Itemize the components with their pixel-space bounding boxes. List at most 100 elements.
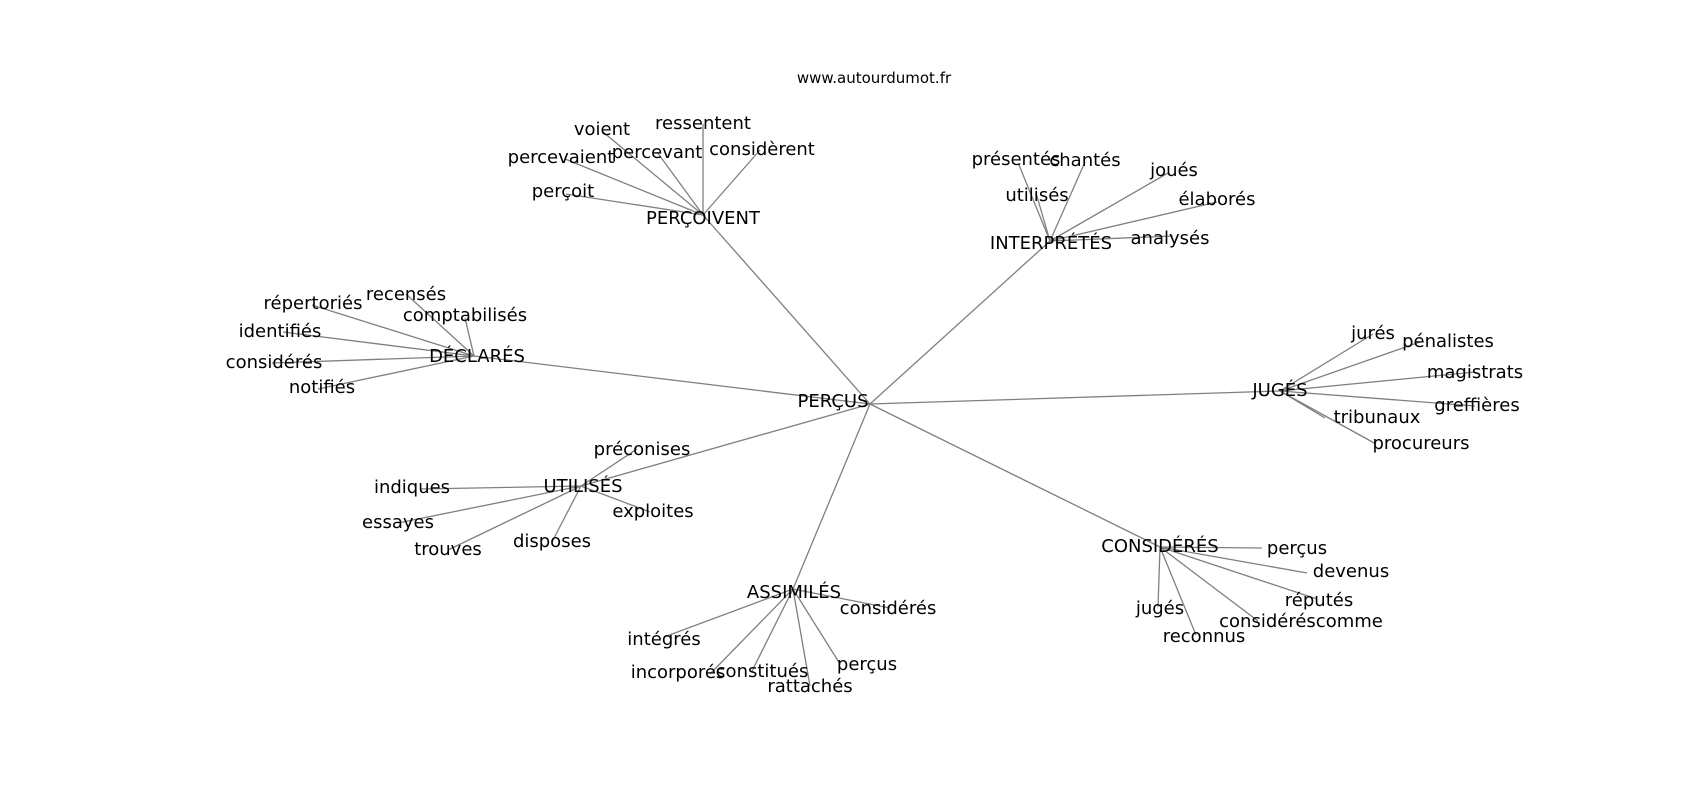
leaf-node-label[interactable]: analysés (1131, 228, 1210, 249)
edge-hub-leaf (311, 304, 475, 357)
edge-hub-leaf (792, 588, 811, 687)
edge-hub-leaf (464, 317, 475, 357)
site-url: www.autourdumot.fr (797, 69, 952, 87)
leaf-node-label[interactable]: intégrés (627, 629, 700, 650)
leaf-node-label[interactable]: procureurs (1372, 433, 1469, 454)
leaf-node-label[interactable]: ressentent (655, 113, 751, 134)
edge-root-hub (869, 240, 1051, 405)
edge-hub-leaf (580, 485, 651, 513)
edge-hub-leaf (1157, 546, 1161, 608)
edge-hub-leaf (1159, 546, 1308, 574)
leaf-node-label[interactable]: reconnus (1163, 626, 1246, 647)
edge-hub-leaf (447, 485, 582, 551)
hub-node-label[interactable]: DÉCLARÉS (429, 345, 525, 367)
leaf-node-label[interactable]: voient (574, 119, 630, 140)
leaf-node-label[interactable]: considérés (226, 352, 323, 373)
graph-edges (271, 124, 1476, 687)
edge-hub-leaf (1279, 390, 1476, 407)
leaf-node-label[interactable]: perçus (837, 654, 897, 675)
leaf-node-label[interactable]: magistrats (1427, 362, 1523, 383)
leaf-node-label[interactable]: notifiés (289, 377, 355, 398)
edge-hub-leaf (1035, 192, 1051, 242)
leaf-node-label[interactable]: considérés (840, 598, 937, 619)
leaf-node-label[interactable]: utilisés (1005, 185, 1068, 206)
edge-root-hub (580, 403, 871, 487)
leaf-node-label[interactable]: rattachés (767, 676, 852, 697)
edge-root-hub (792, 403, 871, 590)
edge-hub-leaf (282, 331, 475, 357)
edge-hub-leaf (1049, 161, 1086, 242)
leaf-node-label[interactable]: recensés (366, 284, 446, 305)
hub-node-label[interactable]: JUGÉS (1251, 379, 1307, 401)
edge-hub-leaf (792, 588, 891, 609)
leaf-node-label[interactable]: trouves (414, 539, 482, 560)
hub-node-label[interactable]: INTERPRÉTÉS (990, 232, 1112, 254)
hub-node-label[interactable]: UTILISÉS (543, 475, 622, 497)
leaf-node-label[interactable]: perçus (1267, 538, 1327, 559)
root-node-label[interactable]: PERÇUS (797, 391, 868, 412)
leaf-node-label[interactable]: exploites (612, 501, 693, 522)
edge-hub-leaf (792, 588, 841, 665)
graph-labels: PERÇUS PERÇOIVENT ressentent voient considèr… (226, 113, 1523, 697)
edge-hub-leaf (580, 448, 638, 487)
hub-node-label[interactable]: ASSIMILÉS (747, 581, 841, 603)
leaf-node-label[interactable]: réputés (1285, 590, 1353, 611)
leaf-node-label[interactable]: élaborés (1178, 189, 1255, 210)
edge-hub-leaf (1279, 333, 1374, 392)
edge-root-hub (702, 214, 871, 405)
leaf-node-label[interactable]: considéréscomme (1219, 611, 1383, 632)
edge-hub-leaf (1049, 201, 1218, 242)
edge-hub-leaf (1279, 390, 1377, 445)
leaf-node-label[interactable]: joués (1149, 160, 1198, 181)
edge-hub-leaf (1159, 546, 1318, 600)
leaf-node-label[interactable]: répertoriés (264, 293, 363, 314)
edge-hub-leaf (702, 149, 761, 216)
leaf-node-label[interactable]: constitués (716, 661, 809, 682)
leaf-node-label[interactable]: disposes (513, 531, 591, 552)
edge-hub-leaf (564, 158, 704, 216)
leaf-node-label[interactable]: identifiés (239, 321, 322, 342)
edge-hub-leaf (1159, 546, 1197, 636)
leaf-node-label[interactable]: considèrent (709, 139, 815, 160)
edge-hub-leaf (397, 485, 582, 524)
edge-hub-leaf (1159, 546, 1263, 549)
hub-node-label[interactable]: PERÇOIVENT (646, 208, 761, 229)
edge-hub-leaf (271, 355, 475, 364)
edge-hub-leaf (663, 588, 794, 638)
edge-hub-leaf (1049, 235, 1174, 242)
leaf-node-label[interactable]: tribunaux (1334, 407, 1421, 428)
leaf-node-label[interactable]: percevaient (508, 147, 615, 168)
edge-root-hub (869, 390, 1281, 405)
leaf-node-label[interactable]: indiques (374, 477, 450, 498)
edge-hub-leaf (405, 293, 475, 357)
edge-hub-leaf (709, 588, 794, 675)
leaf-node-label[interactable]: préconises (594, 439, 691, 460)
edge-hub-leaf (1279, 371, 1476, 392)
edge-hub-leaf (751, 588, 794, 672)
edge-root-hub (869, 403, 1161, 548)
edge-hub-leaf (656, 151, 704, 216)
leaf-node-label[interactable]: greffières (1434, 395, 1519, 416)
edge-hub-leaf (551, 485, 582, 543)
edge-hub-leaf (602, 131, 704, 216)
leaf-node-label[interactable]: jurés (1350, 323, 1395, 344)
edge-hub-leaf (1018, 164, 1051, 242)
edge-hub-leaf (419, 485, 582, 490)
edge-root-hub (473, 355, 871, 405)
edge-hub-leaf (565, 193, 704, 216)
leaf-node-label[interactable]: chantés (1049, 150, 1120, 171)
leaf-node-label[interactable]: percevant (612, 142, 703, 163)
leaf-node-label[interactable]: jugés (1135, 598, 1184, 619)
leaf-node-label[interactable]: perçoit (532, 181, 594, 202)
edge-hub-leaf (1049, 172, 1169, 242)
leaf-node-label[interactable]: pénalistes (1402, 331, 1494, 352)
leaf-node-label[interactable]: essayes (362, 512, 434, 533)
leaf-node-label[interactable]: incorporés (631, 662, 726, 683)
edge-hub-leaf (1279, 341, 1421, 392)
leaf-node-label[interactable]: comptabilisés (403, 305, 527, 326)
leaf-node-label[interactable]: devenus (1313, 561, 1389, 582)
leaf-node-label[interactable]: présentés (972, 149, 1061, 170)
hub-node-label[interactable]: CONSIDÉRÉS (1101, 535, 1218, 557)
edge-hub-leaf (1159, 546, 1259, 622)
